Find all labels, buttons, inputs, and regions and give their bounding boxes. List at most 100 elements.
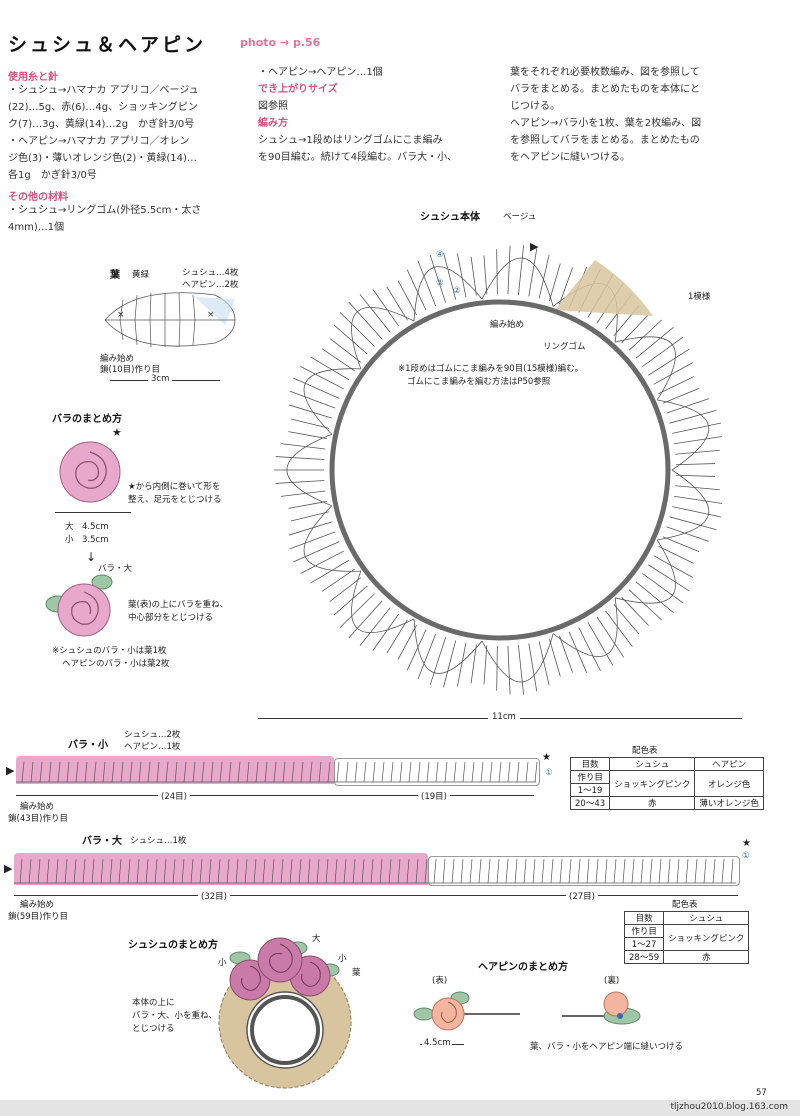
stitch-line — [460, 858, 464, 884]
stitch-line — [288, 431, 327, 439]
stitch-line — [64, 858, 68, 884]
stitch-line — [300, 550, 344, 574]
start-triangle-icon: ▶ — [6, 764, 15, 777]
rose-small-strip-red — [334, 758, 540, 786]
stitch-line — [228, 761, 232, 783]
rose-small-seg2: (19目) — [418, 790, 450, 802]
scallop-outline — [351, 570, 415, 634]
other-materials-list: ・シュシュ→リングゴム(外径5.5cm・太さ 4mm)…1個 — [8, 202, 248, 236]
stitch-line — [145, 858, 149, 884]
row-2-marker: ② — [453, 286, 461, 296]
stitch-line — [558, 267, 573, 305]
table-header: 目数 — [569, 757, 611, 771]
stitch-line — [676, 858, 680, 884]
stitch-line — [462, 761, 466, 783]
stitch-line — [435, 761, 439, 783]
stitch-line — [309, 761, 313, 783]
method-line: ヘアピン→バラ小を1枚、葉を2枚編み、図 — [510, 118, 702, 129]
stitch-line — [91, 858, 95, 884]
scrunchie-body-title: シュシュ本体 — [420, 212, 480, 223]
hairpin-width: 4.5cm — [422, 1038, 453, 1048]
stitch-line — [288, 404, 332, 419]
stitch-line — [653, 362, 693, 385]
stitch-line — [336, 761, 340, 783]
stitch-line — [703, 858, 707, 884]
stitch-line — [456, 642, 467, 687]
stitch-line — [84, 761, 88, 783]
stitch-line — [613, 603, 640, 635]
stitch-line — [568, 858, 572, 884]
stitch-line — [628, 589, 663, 621]
stitch-line — [264, 761, 268, 783]
column-3: 葉をそれぞれ必要枚数編み、図を参照して バラをまとめる。まとめたものを本体にと … — [510, 64, 790, 166]
rose-large-stitches — [14, 858, 736, 884]
stitch-line — [235, 858, 239, 884]
stitch-line — [480, 761, 484, 783]
stitch-line — [100, 858, 104, 884]
assembly-note: とじつける — [132, 1024, 175, 1034]
materials-line: ジ色(3)・薄いオレンジ色(2)・黄緑(14)… — [8, 153, 197, 164]
stitch-line — [183, 761, 187, 783]
stitch-line — [339, 312, 375, 347]
stitch-line — [721, 858, 725, 884]
rose-large-seg2: (27目) — [566, 890, 598, 902]
stitch-line — [300, 761, 304, 783]
stitch-line — [507, 245, 511, 295]
scallop-outline — [351, 306, 415, 370]
stitch-line — [333, 324, 368, 355]
stitch-line — [262, 858, 266, 884]
rose-small-seg1: (24目) — [158, 790, 190, 802]
star-icon: ★ — [742, 838, 751, 849]
stitch-line — [102, 761, 106, 783]
stitch-line — [483, 645, 488, 685]
stitch-line — [498, 761, 502, 783]
stitch-line — [672, 506, 722, 518]
stitch-line — [359, 607, 391, 646]
stitch-line — [199, 858, 203, 884]
stitch-line — [275, 456, 325, 460]
stitch-line — [685, 858, 689, 884]
stitch-line — [172, 858, 176, 884]
stitch-line — [181, 858, 185, 884]
stitch-line — [352, 858, 356, 884]
stitch-line — [621, 596, 649, 626]
stitch-line — [343, 858, 347, 884]
rose-small-stitches — [16, 761, 538, 783]
stitch-line — [280, 490, 326, 497]
stitch-line — [548, 638, 561, 677]
stitch-line — [208, 858, 212, 884]
stitch-line — [417, 633, 437, 680]
large-label: 大 — [312, 934, 321, 944]
stitch-line — [255, 761, 259, 783]
stitch-line — [271, 858, 275, 884]
stitch-line — [210, 761, 214, 783]
stitch-line — [538, 254, 550, 299]
stitch-line — [289, 531, 336, 550]
stitch-line — [293, 377, 340, 399]
method-line: じつける。 — [510, 101, 560, 112]
star-icon: ★ — [542, 752, 551, 763]
stitch-line — [730, 858, 734, 884]
materials-heading: 使用糸と針 — [8, 72, 58, 83]
scrunchie-body-chart — [274, 245, 723, 695]
table-cell: 赤 — [663, 950, 750, 964]
stitch-line — [300, 366, 344, 390]
stitch-line — [244, 858, 248, 884]
stitch-line — [669, 409, 717, 424]
assembly-note: 本体の上に — [132, 998, 175, 1008]
stitch-line — [334, 858, 338, 884]
stitch-line — [577, 858, 581, 884]
rose-large-count: シュシュ…1枚 — [130, 836, 187, 846]
stitch-line — [147, 761, 151, 783]
stitch-line — [339, 593, 375, 628]
leaf-count-scrunchie: シュシュ…4枚 — [182, 268, 239, 278]
stitch-line — [388, 858, 392, 884]
stitch-line — [386, 619, 408, 654]
stitch-line — [621, 314, 649, 344]
table-cell: 作り目 — [623, 924, 665, 938]
stitch-line — [111, 761, 115, 783]
stitch-line — [406, 269, 427, 311]
footer-bar: tljzhou2010.blog.163.com — [0, 1100, 800, 1116]
stitch-line — [288, 521, 332, 536]
stitch-line — [514, 858, 518, 884]
